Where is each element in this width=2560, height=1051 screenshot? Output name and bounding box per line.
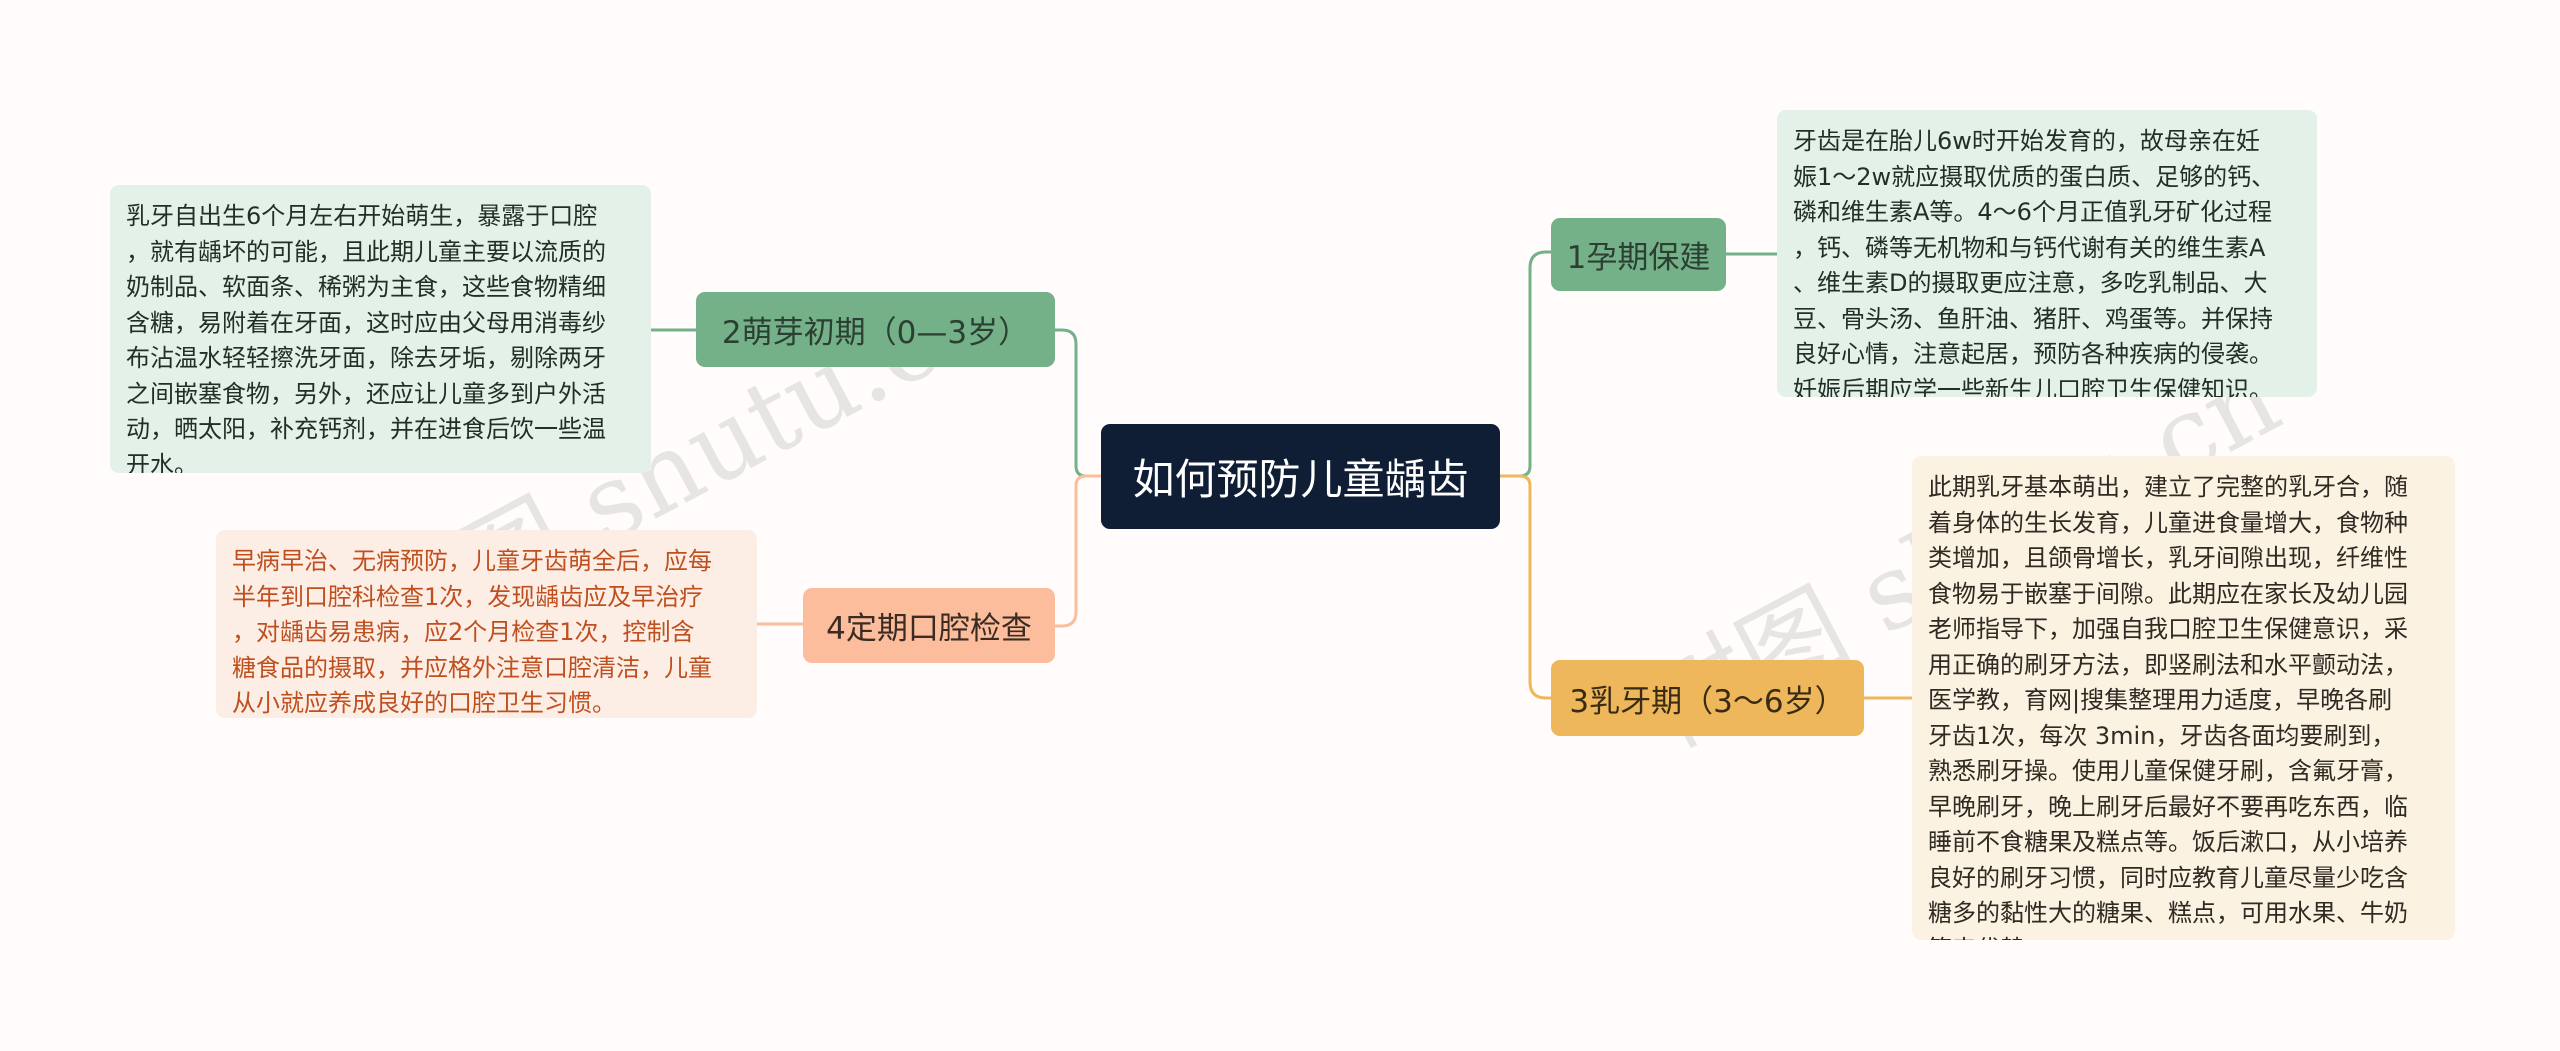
link-root-branch3 xyxy=(1500,474,1551,700)
link-root-branch4 xyxy=(1055,474,1101,628)
branch-pregnancy-care[interactable]: 1孕期保建 xyxy=(1551,218,1726,291)
branch-primary-teeth[interactable]: 3乳牙期（3～6岁） xyxy=(1551,660,1864,736)
detail-primary-teeth: 此期乳牙基本萌出，建立了完整的乳牙合，随 着身体的生长发育，儿童进食量增大，食物… xyxy=(1912,456,2455,940)
link-root-branch1 xyxy=(1500,250,1551,478)
branch-regular-checkup[interactable]: 4定期口腔检查 xyxy=(803,588,1055,663)
branch-early-teething[interactable]: 2萌芽初期（0—3岁） xyxy=(696,292,1055,367)
link-root-branch2 xyxy=(1055,328,1101,478)
root-topic[interactable]: 如何预防儿童龋齿 xyxy=(1101,424,1500,529)
detail-pregnancy-care: 牙齿是在胎儿6w时开始发育的，故母亲在妊 娠1～2w就应摄取优质的蛋白质、足够的… xyxy=(1777,110,2317,397)
detail-early-teething: 乳牙自出生6个月左右开始萌生，暴露于口腔 ，就有龋坏的可能，且此期儿童主要以流质… xyxy=(110,185,651,473)
detail-regular-checkup: 早病早治、无病预防，儿童牙齿萌全后，应每 半年到口腔科检查1次，发现龋齿应及早治… xyxy=(216,530,757,718)
